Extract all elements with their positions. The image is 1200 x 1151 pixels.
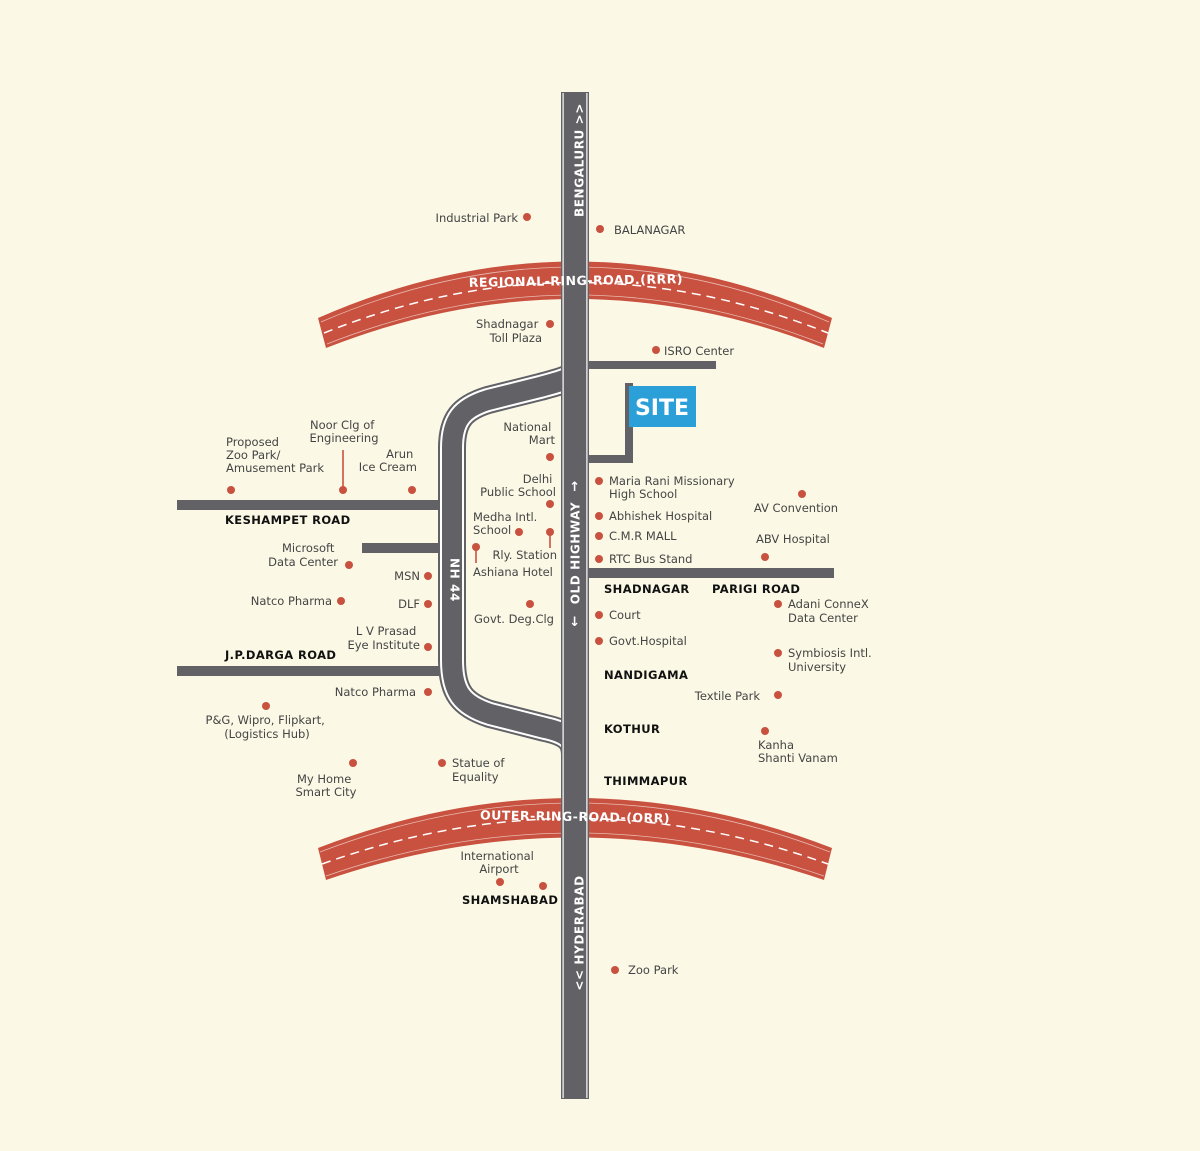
- place-markers: Industrial Park BALANAGAR Shadnagar Toll…: [206, 211, 875, 977]
- place-marker-dot[interactable]: [761, 553, 769, 561]
- place-marker-dot[interactable]: [546, 500, 554, 508]
- place-marker-dot[interactable]: [546, 528, 554, 536]
- place-label: RTC Bus Stand: [609, 552, 692, 566]
- place-marker-dot[interactable]: [408, 486, 416, 494]
- site-label: SITE: [635, 396, 689, 421]
- place-marker-dot[interactable]: [774, 600, 782, 608]
- place-marker-dot[interactable]: [774, 649, 782, 657]
- place-marker-dot[interactable]: [424, 643, 432, 651]
- place-label: Industrial Park: [436, 211, 519, 225]
- place-label: Adani ConneX Data Center: [788, 597, 872, 625]
- area-label: J.P.DARGA ROAD: [224, 648, 336, 662]
- place-label: Textile Park: [694, 689, 761, 703]
- place-label: National Mart: [503, 420, 555, 447]
- place-label: Statue of Equality: [452, 756, 508, 784]
- place-marker-dot[interactable]: [595, 555, 603, 563]
- nh44-road-label: NH 44: [448, 558, 462, 602]
- place-label: Court: [609, 608, 641, 622]
- site-marker[interactable]: SITE: [629, 386, 696, 427]
- place-label: Proposed Zoo Park/ Amusement Park: [226, 435, 324, 475]
- place-label: Maria Rani Missionary High School: [609, 474, 738, 501]
- place-marker-dot[interactable]: [472, 543, 480, 551]
- place-marker-dot[interactable]: [652, 346, 660, 354]
- place-label: Shadnagar Toll Plaza: [476, 317, 542, 345]
- place-label: Medha Intl. School: [473, 510, 541, 537]
- site-connector-road: [588, 383, 633, 463]
- rrr-road-label: REGIONAL-RING-ROAD.(RRR): [469, 271, 683, 290]
- place-marker-dot[interactable]: [595, 611, 603, 619]
- place-marker-dot[interactable]: [339, 486, 347, 494]
- nh44-road: [438, 364, 589, 756]
- place-label: C.M.R MALL: [609, 529, 677, 543]
- place-marker-dot[interactable]: [596, 225, 604, 233]
- area-labels: KESHAMPET ROAD J.P.DARGA ROAD SHADNAGAR …: [224, 513, 800, 907]
- area-label: KOTHUR: [604, 722, 660, 736]
- place-label: Delhi Public School: [480, 472, 556, 499]
- main-highway: [561, 92, 589, 1099]
- place-marker-dot[interactable]: [611, 966, 619, 974]
- place-label: ISRO Center: [664, 344, 734, 358]
- place-label: DLF: [398, 597, 420, 611]
- arrow-up-icon: ↑: [569, 480, 581, 495]
- place-label: My Home Smart City: [296, 772, 357, 799]
- place-label: Noor Clg of Engineering: [310, 418, 379, 445]
- place-label: P&G, Wipro, Flipkart, (Logistics Hub): [206, 713, 329, 741]
- area-label: PARIGI ROAD: [712, 582, 800, 596]
- place-marker-dot[interactable]: [515, 528, 523, 536]
- area-label: KESHAMPET ROAD: [225, 513, 351, 527]
- place-label: ABV Hospital: [756, 532, 830, 546]
- place-label: Zoo Park: [628, 963, 679, 977]
- area-label: SHAMSHABAD: [462, 893, 558, 907]
- side-roads: [177, 361, 834, 676]
- place-marker-dot[interactable]: [595, 477, 603, 485]
- place-label: Kanha Shanti Vanam: [758, 738, 838, 765]
- area-label: SHADNAGAR: [604, 582, 690, 596]
- place-marker-dot[interactable]: [424, 688, 432, 696]
- place-label: Govt. Deg.Clg: [474, 612, 554, 626]
- place-marker-dot[interactable]: [227, 486, 235, 494]
- place-marker-dot[interactable]: [546, 453, 554, 461]
- place-label: International Airport: [460, 849, 537, 876]
- place-marker-dot[interactable]: [424, 572, 432, 580]
- place-marker-dot[interactable]: [496, 878, 504, 886]
- place-label: BALANAGAR: [614, 223, 685, 237]
- place-marker-dot[interactable]: [345, 561, 353, 569]
- place-label: AV Convention: [754, 501, 838, 515]
- place-marker-dot[interactable]: [438, 759, 446, 767]
- place-label: L V Prasad Eye Institute: [347, 624, 420, 652]
- place-marker-dot[interactable]: [595, 512, 603, 520]
- place-label: Govt.Hospital: [609, 634, 687, 648]
- place-marker-dot[interactable]: [262, 702, 270, 710]
- place-label: Abhishek Hospital: [609, 509, 712, 523]
- place-marker-dot[interactable]: [337, 597, 345, 605]
- place-label: MSN: [394, 569, 420, 583]
- place-marker-dot[interactable]: [761, 727, 769, 735]
- place-label: Symbiosis Intl. University: [788, 646, 875, 674]
- hyderabad-road-label: << HYDERABAD: [573, 875, 587, 990]
- place-marker-dot[interactable]: [349, 759, 357, 767]
- place-label: Arun Ice Cream: [359, 447, 417, 474]
- place-label: Ashiana Hotel: [473, 565, 553, 579]
- place-label: Natco Pharma: [335, 685, 416, 699]
- area-label: THIMMAPUR: [604, 774, 688, 788]
- place-label: Natco Pharma: [251, 594, 332, 608]
- place-marker-dot[interactable]: [798, 490, 806, 498]
- place-marker-dot[interactable]: [774, 691, 782, 699]
- place-marker-dot[interactable]: [539, 882, 547, 890]
- bengaluru-road-label: BENGALURU >>: [573, 103, 587, 217]
- arrow-down-icon: ↓: [569, 615, 581, 630]
- place-marker-dot[interactable]: [595, 637, 603, 645]
- old-highway-road-label: OLD HIGHWAY: [569, 502, 583, 605]
- place-marker-dot[interactable]: [523, 213, 531, 221]
- orr-road-label: OUTER-RING-ROAD-(ORR): [480, 807, 670, 825]
- place-label: Microsoft Data Center: [268, 541, 338, 569]
- place-marker-dot[interactable]: [526, 600, 534, 608]
- area-label: NANDIGAMA: [604, 668, 688, 682]
- place-marker-dot[interactable]: [424, 600, 432, 608]
- place-label: Rly. Station: [492, 548, 557, 562]
- place-marker-dot[interactable]: [595, 532, 603, 540]
- place-marker-dot[interactable]: [546, 320, 554, 328]
